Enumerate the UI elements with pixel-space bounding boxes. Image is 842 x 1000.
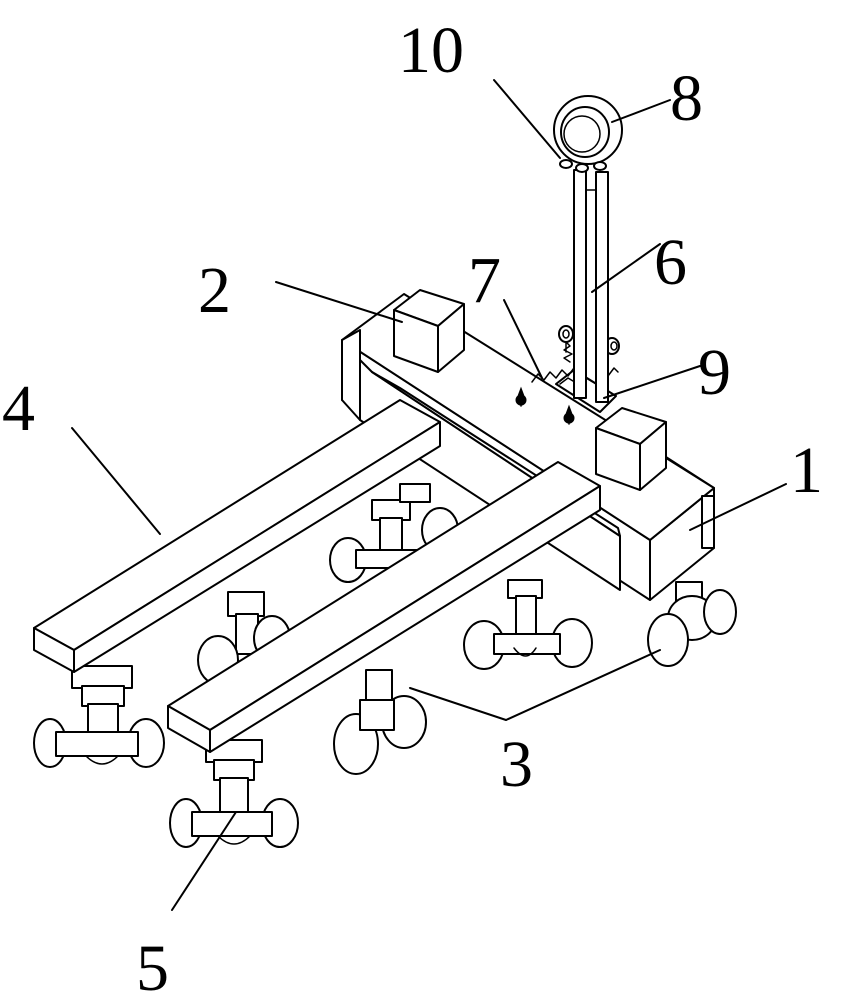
leader-8 (611, 99, 671, 123)
spring-top-left (563, 341, 573, 363)
label-4: 4 (2, 372, 35, 445)
leader-10 (493, 79, 561, 159)
label-6: 6 (654, 226, 687, 299)
label-8: 8 (670, 62, 703, 135)
bolt-top-left (558, 325, 574, 343)
caster-back-right-1 (647, 581, 737, 667)
leader-9 (603, 365, 701, 399)
label-9: 9 (698, 336, 731, 409)
label-10: 10 (398, 14, 464, 87)
label-2: 2 (198, 254, 231, 327)
motor-box-left-side (437, 303, 465, 373)
label-3: 3 (500, 728, 533, 801)
pole-left-strut (573, 169, 587, 399)
pole-6 (573, 169, 609, 403)
leader-3a (409, 687, 507, 721)
label-5: 5 (136, 932, 169, 1000)
caster-front-left (33, 665, 165, 768)
spring-left (531, 367, 575, 383)
label-1: 1 (790, 434, 823, 507)
leader-5 (171, 811, 237, 911)
leader-4 (71, 427, 161, 535)
leader-1 (689, 483, 787, 531)
caster-back-right-2 (463, 579, 593, 670)
leader-3b (505, 649, 661, 721)
pin-left (515, 386, 527, 406)
ring-inner (560, 106, 610, 158)
bar-front-side (209, 485, 601, 753)
ring-bolts-10 (559, 159, 607, 173)
leader-2 (275, 281, 403, 323)
bar-4 (33, 399, 441, 673)
pole-right-strut (595, 171, 609, 403)
bar-4-side (73, 421, 441, 673)
motor-box-right-side (639, 421, 667, 491)
leader-7 (503, 299, 543, 379)
motor-box-left (393, 289, 465, 373)
caster-wheels (33, 483, 737, 848)
leader-6 (591, 243, 661, 293)
part-labels: 10 8 6 7 9 2 4 1 3 5 (2, 14, 823, 1000)
caster-front-5 (169, 739, 299, 848)
ring-8 (553, 95, 623, 165)
caster-middle-back-2 (399, 483, 431, 503)
motor-box-right (595, 407, 667, 491)
bar-front (167, 461, 601, 753)
leader-lines (71, 79, 787, 911)
pin-right (563, 404, 575, 424)
caster-front-middle-2 (333, 669, 427, 775)
frame-left-end (341, 329, 361, 421)
label-7: 7 (468, 244, 501, 317)
